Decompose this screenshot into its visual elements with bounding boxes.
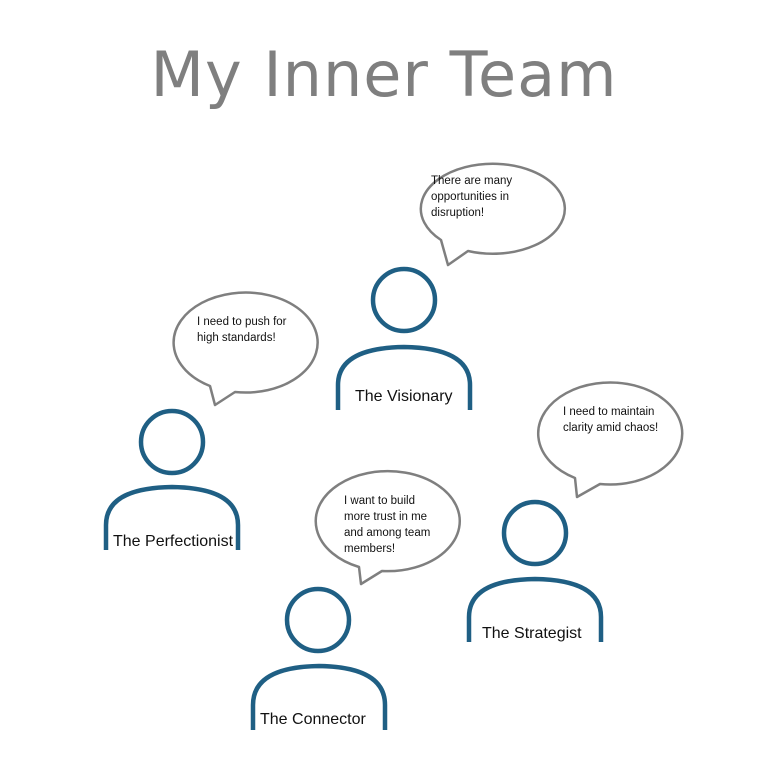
bubble-line: more trust in me xyxy=(344,511,428,523)
speech-bubble-connector xyxy=(314,469,461,586)
persona-perfectionist xyxy=(103,291,319,550)
speech-bubble-strategist xyxy=(536,381,684,499)
bubble-line: and among team xyxy=(344,527,431,539)
person-head-visionary xyxy=(370,266,438,334)
speech-bubble-visionary xyxy=(419,162,567,267)
bubble-text-connector: I want to build more trust in me and amo… xyxy=(344,493,430,557)
persona-visionary xyxy=(335,162,567,410)
persona-connector xyxy=(250,469,461,730)
person-head-connector xyxy=(284,586,352,654)
bubble-text-visionary: There are many opportunities in disrupti… xyxy=(431,173,512,221)
bubble-line: I need to push for xyxy=(197,316,287,328)
speech-bubble-perfectionist xyxy=(172,291,319,407)
person-body-strategist xyxy=(466,576,604,642)
persona-name-visionary: The Visionary xyxy=(355,388,453,405)
person-body-perfectionist xyxy=(103,484,241,550)
bubble-line: opportunities in xyxy=(431,191,509,203)
bubble-line: high standards! xyxy=(197,332,276,344)
page-title: My Inner Team xyxy=(150,38,618,111)
bubble-text-perfectionist: I need to push for high standards! xyxy=(197,314,287,346)
person-body-visionary xyxy=(335,344,473,410)
bubble-line: members! xyxy=(344,543,396,555)
persona-name-strategist: The Strategist xyxy=(482,625,582,642)
bubble-line: clarity amid chaos! xyxy=(563,422,659,434)
persona-name-perfectionist: The Perfectionist xyxy=(113,533,234,550)
persona-name-connector: The Connector xyxy=(260,711,366,728)
bubble-text-strategist: I need to maintain clarity amid chaos! xyxy=(563,404,658,436)
person-head-strategist xyxy=(501,499,569,567)
person-head-perfectionist xyxy=(138,408,206,476)
person-body-connector xyxy=(250,663,388,730)
bubble-line: disruption! xyxy=(431,207,485,219)
persona-strategist xyxy=(466,381,684,642)
bubble-line: I want to build xyxy=(344,495,415,507)
bubble-line: I need to maintain xyxy=(563,406,655,418)
bubble-line: There are many xyxy=(431,175,513,187)
